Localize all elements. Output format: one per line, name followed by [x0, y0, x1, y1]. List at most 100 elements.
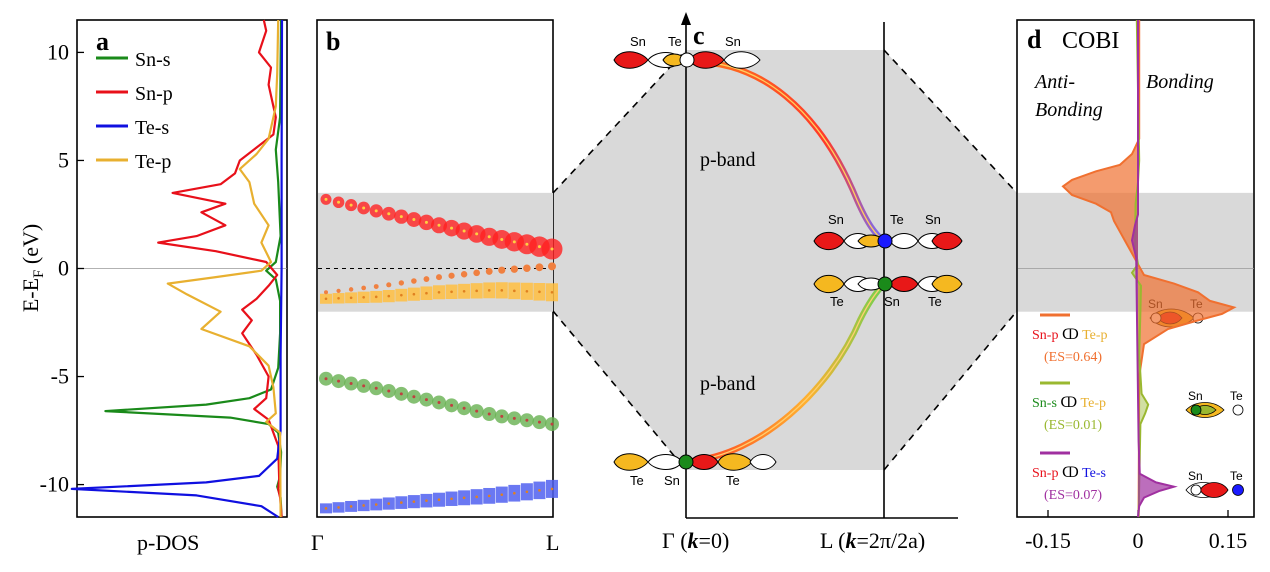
atom-label-bottom-3: Te: [726, 473, 740, 488]
band-marker: [411, 278, 417, 284]
band-marker-core: [537, 420, 541, 424]
molecule-2-label-sn: Sn: [1188, 389, 1203, 403]
legend-label-sn-s: Sn-s: [135, 49, 171, 71]
anti-bonding-label-2: Bonding: [1035, 99, 1103, 121]
band-marker-core: [450, 226, 454, 230]
svg-text:E-EF (eV): E-EF (eV): [18, 224, 47, 312]
band-marker: [473, 269, 480, 277]
band-marker-core: [387, 389, 391, 393]
legend-label-te-p: Te-p: [135, 151, 171, 173]
band-marker: [498, 266, 506, 274]
band-marker: [523, 264, 531, 273]
band-marker-core: [399, 392, 403, 396]
x-tick-label: -0.15: [1025, 528, 1071, 553]
panel-b-xlabel-l: L: [546, 530, 559, 555]
cobi-legend-es: (ES=0.01): [1044, 418, 1102, 433]
dos-line-sn-p: [157, 19, 283, 518]
band-marker-core: [525, 242, 529, 246]
dos-line-te-s: [70, 19, 284, 518]
band-marker-core: [550, 247, 554, 251]
band-marker-core: [362, 296, 365, 299]
cobi-legend-es: (ES=0.64): [1044, 350, 1102, 365]
band-marker: [436, 274, 442, 281]
cobi-line-1: [1130, 19, 1150, 518]
orbital-chain-mid2: [813, 274, 963, 294]
band-marker-core: [412, 395, 416, 399]
band-marker-core: [550, 290, 554, 294]
cobi-molecule-3: [1185, 482, 1244, 498]
gamma-axis-arrow: [681, 12, 691, 25]
band-marker-core: [425, 499, 428, 502]
panel-label-b: b: [326, 27, 340, 56]
band-marker-core: [513, 491, 516, 495]
band-marker-core: [412, 218, 416, 222]
band-marker: [324, 290, 328, 295]
cobi-legend-label: Sn-p ↀ Te-s: [1032, 466, 1106, 481]
band-marker-core: [324, 297, 328, 301]
band-marker-core: [425, 291, 428, 295]
y-tick-label: 5: [58, 147, 69, 172]
panel-c: c p-band p-band Γ (k=0) L (k=2π/2a) Sn T…: [552, 12, 1018, 553]
band-marker-core: [374, 295, 378, 299]
atom-label-mid1-3: Sn: [925, 212, 941, 227]
band-marker: [373, 284, 379, 289]
band-marker: [510, 265, 518, 273]
panel-a-xlabel: p-DOS: [137, 530, 199, 555]
band-marker-core: [324, 377, 328, 381]
cobi-line-0: [1061, 20, 1237, 518]
band-marker-core: [450, 403, 454, 407]
atom-label-mid2-1: Te: [830, 294, 844, 309]
cobi-legend-es: (ES=0.07): [1044, 488, 1102, 503]
band-marker-core: [337, 506, 340, 509]
band-marker-core: [487, 494, 491, 498]
band-marker-core: [462, 406, 466, 410]
guide-dash-lower-right: [883, 310, 1018, 471]
molecule-2-label-te: Te: [1230, 389, 1243, 403]
x-tick-label: 0: [1133, 528, 1144, 553]
y-tick-label: 0: [58, 256, 69, 281]
atom-label-top-2: Te: [668, 34, 682, 49]
band-marker: [386, 282, 392, 288]
svg-text:L (k=2π/2a): L (k=2π/2a): [820, 528, 925, 553]
dos-line-te-p: [166, 19, 282, 518]
band-marker-core: [424, 398, 428, 402]
svg-text:Γ (k=0): Γ (k=0): [662, 528, 729, 553]
band-marker-core: [462, 290, 466, 293]
band-marker-core: [513, 289, 516, 293]
band-marker: [348, 287, 354, 292]
band-marker-core: [324, 507, 328, 510]
band-marker-core: [387, 294, 391, 298]
cobi-legend-label: Sn-s ↀ Te-p: [1032, 396, 1106, 411]
band-marker-core: [362, 206, 366, 210]
band-marker-core: [525, 290, 529, 293]
band-marker-core: [374, 209, 378, 213]
x-tick-label: 0.15: [1209, 528, 1248, 553]
atom-label-top-3: Sn: [725, 34, 741, 49]
band-marker-core: [462, 496, 466, 500]
cobi-legend-label: Sn-p ↀ Te-p: [1032, 328, 1108, 343]
band-marker-core: [462, 229, 466, 233]
band-marker-core: [487, 289, 491, 292]
guide-dash-upper-left: [552, 49, 687, 194]
band-marker-core: [400, 501, 403, 504]
band-marker: [361, 285, 366, 291]
y-tick-label: -5: [51, 364, 69, 389]
band-label-lower: p-band: [700, 373, 756, 395]
legend-label-te-s: Te-s: [135, 117, 169, 139]
x-label-gamma: Γ (k=0): [662, 528, 729, 553]
band-marker-core: [475, 232, 479, 236]
band-marker-core: [500, 289, 504, 292]
band-marker-core: [450, 497, 453, 501]
band-marker-core: [362, 504, 365, 507]
legend: Sn-s Sn-p Te-s Te-p: [96, 49, 173, 173]
atom-label-bottom-1: Te: [630, 473, 644, 488]
upper-p-band-curve-core: [689, 61, 885, 242]
band-marker-core: [387, 502, 391, 505]
molecule-3-label-te: Te: [1230, 469, 1243, 483]
band-marker: [485, 267, 493, 275]
cobi-molecule-2: [1185, 402, 1244, 418]
band-marker-core: [487, 235, 491, 239]
band-marker-core: [424, 220, 428, 224]
band-marker: [460, 271, 468, 278]
atom-label-mid1-1: Sn: [828, 212, 844, 227]
